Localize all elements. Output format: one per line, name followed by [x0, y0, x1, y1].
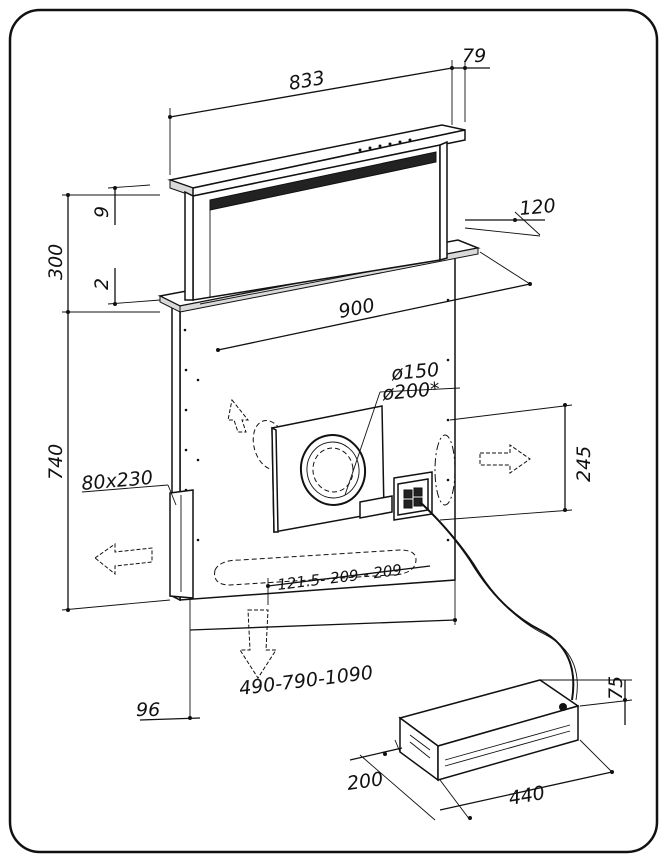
electrical-connector-box [393, 471, 433, 521]
dim-bottom-96: 96 [136, 699, 160, 721]
dim-depth-top: 79 [462, 45, 486, 67]
dim-diameter-150: ø150 [390, 359, 441, 385]
dim-motor-depth: 200 [346, 768, 385, 795]
dimension-lines [61, 60, 633, 821]
external-motor-unit [398, 679, 580, 782]
duct-flange [271, 405, 393, 533]
dim-h-2: 2 [91, 278, 113, 290]
dim-depth-base: 120 [519, 195, 557, 220]
airflow-arrows [94, 398, 531, 679]
dim-motor-height: 75 [605, 676, 627, 700]
dim-height-total: 300 [45, 244, 67, 280]
dim-diameter-200: ø200* [381, 378, 441, 405]
dim-height-245: 245 [573, 446, 595, 482]
dim-height-740: 740 [45, 444, 67, 480]
hood-top-bar [167, 124, 466, 197]
hood-raised-panel [184, 140, 448, 301]
dim-h-9: 9 [91, 206, 113, 218]
